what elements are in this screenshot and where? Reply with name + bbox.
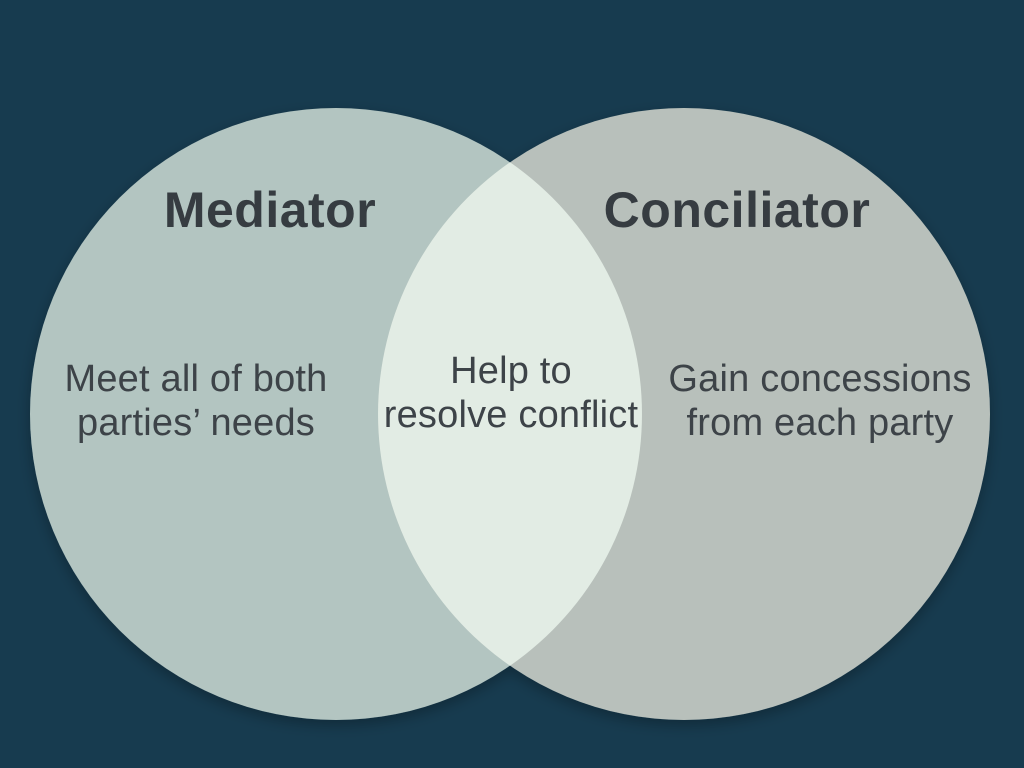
overlap-description-line1: Help to bbox=[450, 350, 572, 392]
overlap-description: Help to resolve conflict bbox=[384, 349, 639, 437]
overlap-lens-shape bbox=[378, 162, 642, 666]
mediator-description-line2: parties’ needs bbox=[77, 402, 315, 444]
mediator-description-line1: Meet all of both bbox=[64, 358, 328, 400]
conciliator-description: Gain concessions from each party bbox=[668, 357, 971, 445]
conciliator-description-line2: from each party bbox=[686, 402, 954, 444]
mediator-title: Mediator bbox=[163, 182, 377, 238]
mediator-description: Meet all of both parties’ needs bbox=[64, 357, 327, 445]
conciliator-title: Conciliator bbox=[603, 182, 871, 238]
overlap-description-line2: resolve conflict bbox=[383, 394, 639, 436]
conciliator-description-line1: Gain concessions bbox=[668, 358, 972, 400]
